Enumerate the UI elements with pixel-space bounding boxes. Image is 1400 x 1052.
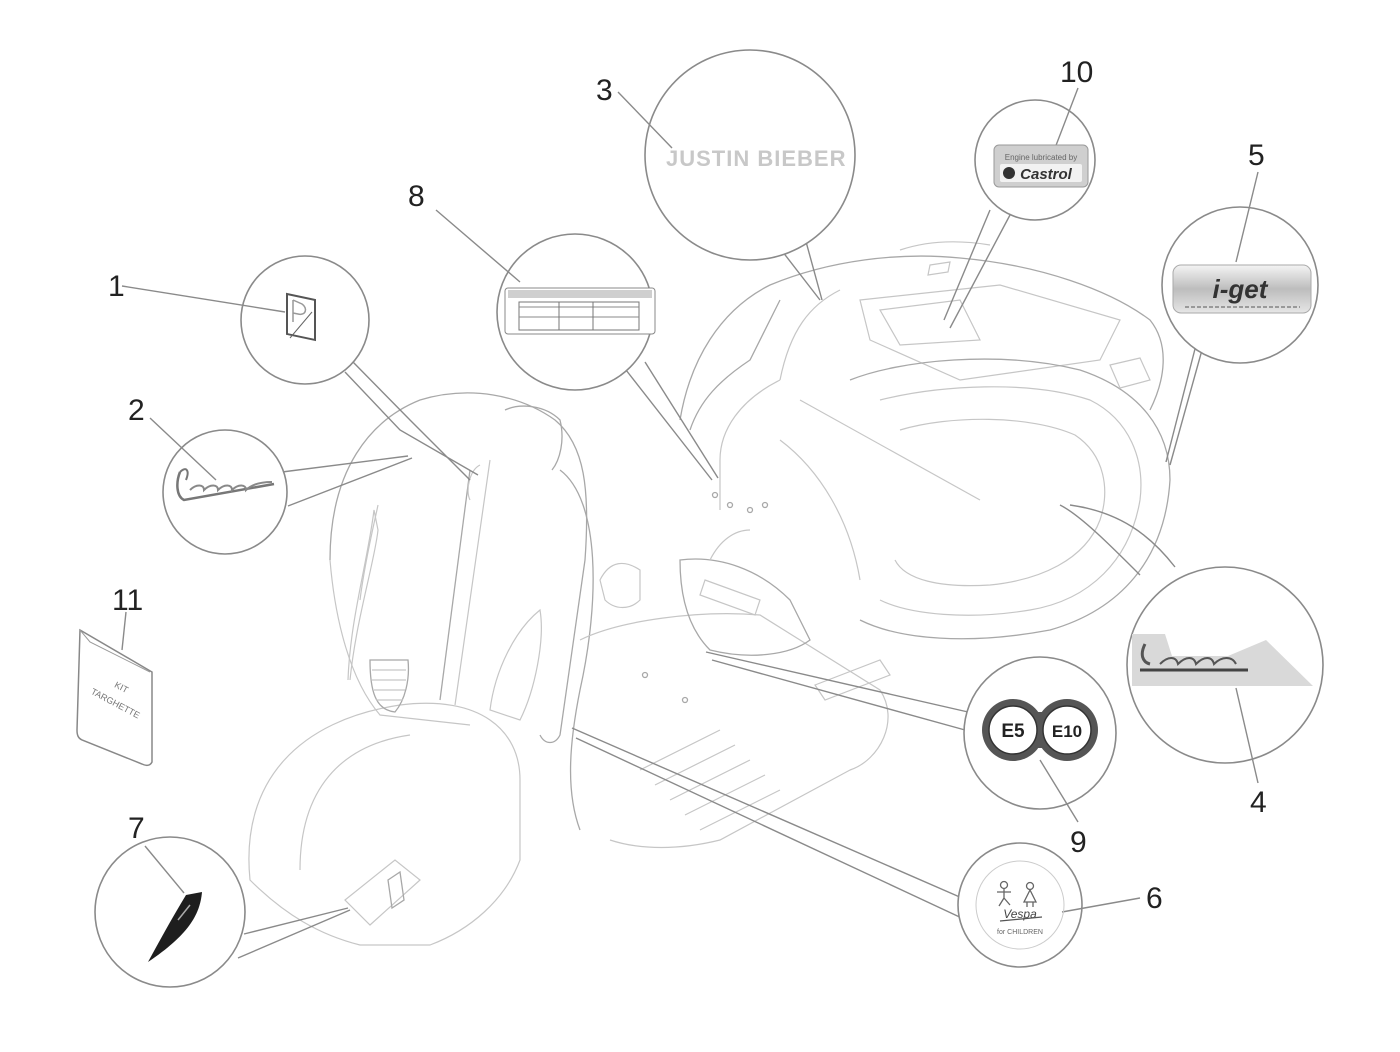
children-decal: Vespa for CHILDREN <box>975 860 1065 950</box>
castrol-logo-icon <box>1003 167 1015 179</box>
callout-1[interactable]: 1 <box>108 255 479 481</box>
svg-text:Castrol: Castrol <box>1020 166 1073 183</box>
signature-decal-text: JUSTIN BIEBER <box>666 146 846 171</box>
callout-6-number: 6 <box>1146 882 1163 915</box>
callout-1-number: 1 <box>108 270 125 303</box>
vespa-side-decal <box>1132 634 1313 686</box>
mudguard-crest-icon <box>148 892 202 962</box>
callout-5[interactable]: 5 i-get <box>1161 139 1319 466</box>
callout-11-number: 11 <box>112 584 143 617</box>
callout-7-bubble <box>94 836 246 988</box>
callout-3-bubble <box>644 49 856 261</box>
callout-8[interactable]: 8 <box>408 180 719 481</box>
callout-8-number: 8 <box>408 180 425 213</box>
callout-4[interactable]: 4 <box>1059 504 1324 819</box>
callout-2[interactable]: 2 <box>128 394 413 555</box>
callout-6-bubble <box>957 842 1083 968</box>
kit-bag-icon: KIT TARGHETTE <box>76 628 153 767</box>
vespa-script-icon <box>176 468 275 502</box>
iget-badge: i-get <box>1172 264 1312 314</box>
badge-e10: E10 <box>1052 722 1082 741</box>
callout-6[interactable]: 6 Vespa for CHILDREN <box>571 727 1163 968</box>
callout-3-number: 3 <box>596 74 613 107</box>
callout-9-number: 9 <box>1070 826 1087 859</box>
callout-4-number: 4 <box>1250 786 1267 819</box>
svg-text:i-get: i-get <box>1213 274 1269 304</box>
piaggio-badge-icon <box>286 292 316 342</box>
tyre-pressure-label <box>504 287 656 335</box>
callout-7[interactable]: 7 <box>94 812 351 988</box>
callout-7-number: 7 <box>128 812 145 845</box>
callout-5-number: 5 <box>1248 139 1265 172</box>
callout-10-number: 10 <box>1060 56 1093 89</box>
callout-2-number: 2 <box>128 394 145 427</box>
callout-3[interactable]: 3 JUSTIN BIEBER <box>596 49 856 301</box>
badge-e5: E5 <box>1001 721 1025 742</box>
callout-11[interactable]: 11 KIT TARGHETTE <box>76 584 153 767</box>
callout-10[interactable]: 10 Engine lubricated by Castrol <box>943 56 1096 329</box>
fuel-compat-label: E5 E10 <box>982 699 1098 761</box>
svg-text:Vespa: Vespa <box>1003 907 1037 921</box>
children-figures-icon <box>997 880 1038 907</box>
callout-9[interactable]: 9 E5 E10 <box>705 651 1117 859</box>
castrol-label: Engine lubricated by Castrol <box>993 144 1089 188</box>
svg-text:for CHILDREN: for CHILDREN <box>997 929 1043 936</box>
scooter-body-drawing <box>248 241 1171 946</box>
svg-text:Engine lubricated by: Engine lubricated by <box>1005 153 1078 162</box>
